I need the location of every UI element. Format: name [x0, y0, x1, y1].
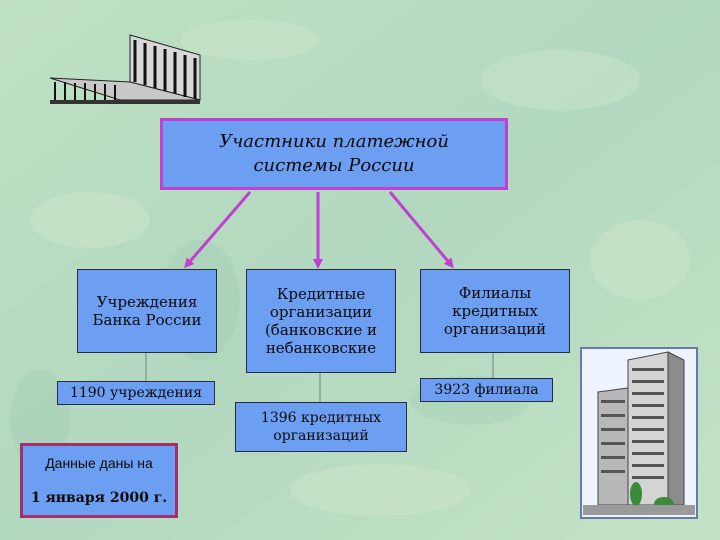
- category-branches: Филиалы кредитных организаций: [420, 269, 570, 353]
- arrow-right: [388, 191, 454, 269]
- count-credit-organizations: 1396 кредитных организаций: [235, 402, 407, 452]
- arrow-left: [184, 191, 252, 269]
- category-credit-organizations: Кредитные организации (банковские и неба…: [246, 269, 396, 373]
- count-bank-of-russia: 1190 учреждения: [57, 381, 215, 405]
- count-branches: 3923 филиала: [420, 378, 553, 402]
- date-note-line1: Данные даны на: [45, 455, 153, 472]
- date-note: Данные даны на 1 января 2000 г.: [20, 443, 178, 518]
- date-note-line2: 1 января 2000 г.: [30, 489, 168, 506]
- category-bank-of-russia: Учреждения Банка России: [77, 269, 217, 353]
- diagram-title: Участники платежной системы России: [160, 118, 508, 190]
